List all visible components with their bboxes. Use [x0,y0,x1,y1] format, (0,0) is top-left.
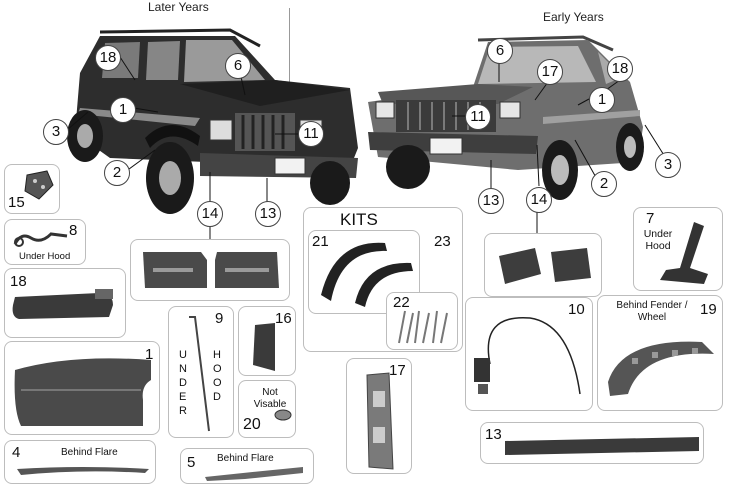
part-9-number: 9 [215,310,224,327]
part-5-number: 5 [187,454,196,471]
part-9-letter-o2: O [213,377,222,389]
part-4-image [17,467,149,475]
part-9-letter-n: N [179,363,187,375]
part-14-early-image [499,248,591,284]
kits-heading: KITS [340,210,378,229]
part-14-early-box[interactable] [484,233,602,297]
part-16-number: 16 [275,310,292,327]
callout-later-2: 2 [104,160,130,186]
callout-early-1: 1 [589,87,615,113]
part-14-image [143,252,279,288]
part-10-number: 10 [568,301,585,318]
part-19-image [608,341,714,396]
callout-later-11: 11 [298,121,324,147]
callout-early-18: 18 [607,56,633,82]
antenna-line [289,8,290,88]
part-20-number: 20 [243,416,261,433]
part-8-box[interactable]: 8 Under Hood [4,219,86,265]
part-23-number: 23 [434,233,451,250]
part-19-caption: Behind Fender / Wheel [616,300,688,323]
part-22-box[interactable]: 22 [386,292,458,350]
part-7-box[interactable]: 7 Under Hood [633,207,723,291]
part-5-image [205,467,303,481]
callout-early-3: 3 [655,152,681,178]
part-5-caption: Behind Flare [217,453,274,464]
part-19-box[interactable]: Behind Fender / Wheel 19 [597,295,723,411]
part-9-letter-d2: D [213,391,221,403]
callout-later-1: 1 [110,97,136,123]
part-18-box[interactable]: 18 [4,268,126,338]
callout-later-6: 6 [225,53,251,79]
callout-early-2: 2 [591,171,617,197]
later-years-heading: Later Years [148,0,209,14]
part-1-number: 1 [145,346,154,363]
part-15-number: 15 [8,194,25,211]
part-20-box[interactable]: Not Visable 20 [238,380,296,438]
callout-later-14: 14 [197,201,223,227]
callout-early-14: 14 [526,187,552,213]
callout-early-6: 6 [487,38,513,64]
part-4-box[interactable]: 4 Behind Flare [4,440,156,484]
part-1-box[interactable]: 1 [4,341,160,435]
part-4-caption: Behind Flare [61,447,118,458]
early-years-heading: Early Years [543,10,604,24]
part-10-box[interactable]: 10 [465,297,593,411]
part-8-caption: Under Hood [19,251,71,262]
part-10-image [474,316,581,395]
part-18-number: 18 [10,273,27,290]
part-22-image [398,310,448,344]
part-9-box[interactable]: 9 U N D E R H O O D [168,306,234,438]
part-21-number: 21 [312,233,329,250]
part-7-caption: Under Hood [643,228,673,253]
part-21-image [321,242,413,307]
part-18-image [12,289,114,319]
part-9-letter-d: D [179,377,187,389]
part-13-image [505,437,699,455]
part-17-number: 17 [389,362,406,379]
part-14-box[interactable] [130,239,290,301]
callout-early-13: 13 [478,188,504,214]
callout-later-3: 3 [43,119,69,145]
part-15-box[interactable]: 15 [4,164,60,214]
part-22-number: 22 [393,294,410,311]
part-17-image [366,372,394,470]
part-5-box[interactable]: 5 Behind Flare [180,448,314,484]
part-17-box[interactable]: 17 [346,358,412,474]
part-9-letter-r: R [179,405,187,417]
part-13-box[interactable]: 13 [480,422,704,464]
part-15-image [24,170,54,200]
part-1-image [14,358,151,426]
part-19-number: 19 [700,301,717,318]
callout-early-17: 17 [537,59,563,85]
part-9-letter-e: E [179,391,187,403]
part-7-number: 7 [646,210,655,227]
part-9-letter-u: U [179,349,187,361]
part-16-box[interactable]: 16 [238,306,296,376]
jeep-later-years-image [67,28,358,214]
part-9-letter-h: H [213,349,221,361]
part-20-image [274,409,292,421]
part-9-image [189,316,210,432]
part-13-number: 13 [485,426,502,443]
part-9-letter-o1: O [213,363,222,375]
part-4-number: 4 [12,444,21,461]
part-8-image [13,232,68,247]
callout-later-13: 13 [255,201,281,227]
callout-early-11: 11 [465,104,491,130]
part-20-caption: Not Visable [253,387,287,410]
callout-later-18: 18 [95,45,121,71]
part-8-number: 8 [69,222,78,239]
part-16-image [253,323,275,371]
part-7-image [660,222,708,284]
